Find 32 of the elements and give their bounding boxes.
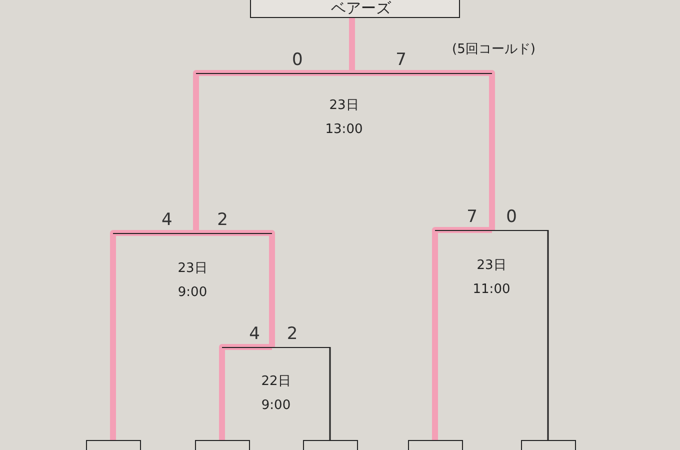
score-label: 4 (162, 210, 172, 230)
team-box (250, 0, 460, 18)
match-date: 23日 (476, 257, 508, 275)
score-label: 2 (217, 210, 228, 230)
bracket-line (349, 18, 355, 73)
bracket-line (110, 230, 196, 440)
bracket-line (352, 70, 495, 230)
bracket-junction (435, 230, 548, 292)
match-time: 13:00 (324, 121, 364, 139)
score-label: 7 (466, 207, 478, 227)
match-date: 23日 (176, 260, 208, 278)
match-time: 9:00 (260, 397, 292, 415)
bracket-line (432, 227, 492, 440)
match-date: 22日 (260, 373, 292, 391)
score-label: 4 (249, 324, 260, 344)
bracket-line (219, 344, 272, 440)
bracket-line (196, 230, 275, 347)
bracket-line (547, 230, 549, 440)
note: (5回コールド) (452, 41, 536, 58)
bracket-junction (113, 233, 272, 295)
team-name: ベアーズ (331, 0, 391, 17)
score-label: 2 (286, 324, 298, 344)
score-label: 7 (396, 50, 406, 70)
bracket-line (329, 347, 331, 440)
match-time: 9:00 (176, 284, 208, 302)
bracket-junction (196, 73, 492, 133)
bracket-junction (222, 347, 330, 409)
score-label: 0 (506, 207, 517, 227)
bracket-line (193, 70, 352, 233)
match-time: 11:00 (472, 281, 512, 299)
score-label: 0 (292, 50, 303, 70)
match-date: 23日 (328, 97, 360, 115)
